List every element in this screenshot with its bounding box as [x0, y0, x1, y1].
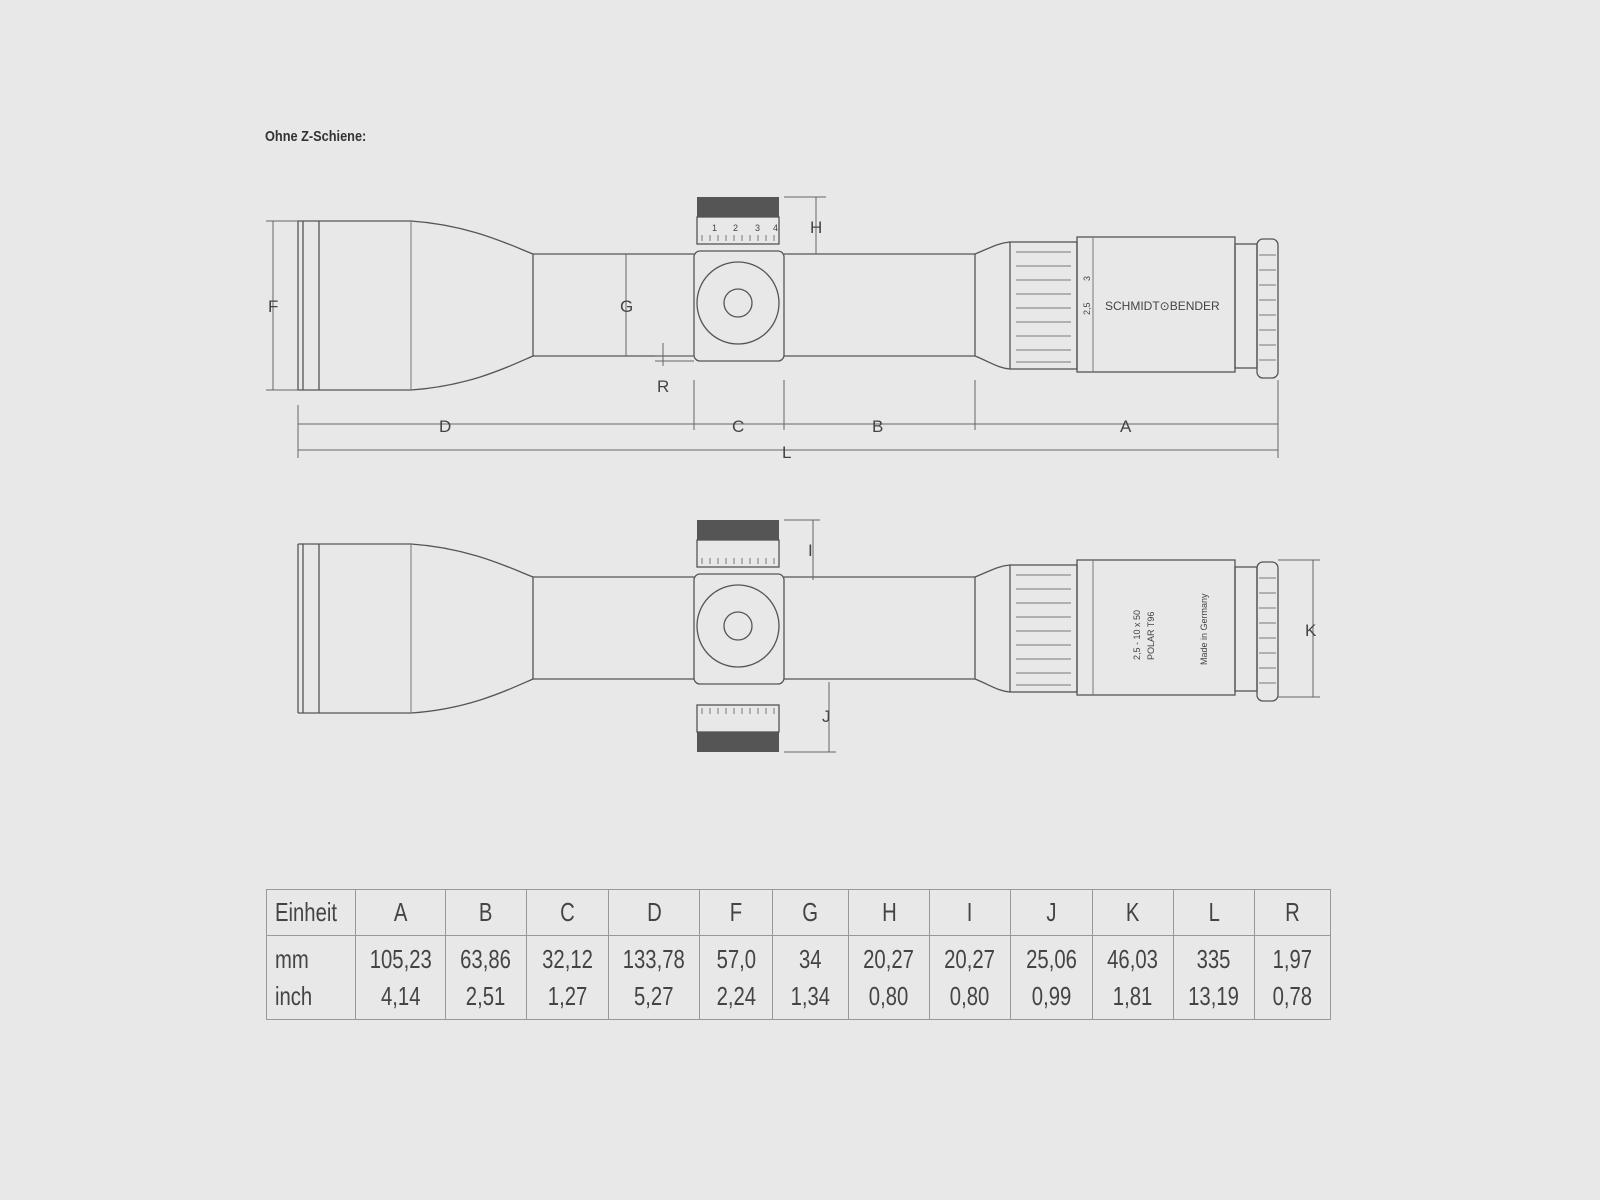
section-title: Ohne Z-Schiene: — [265, 128, 367, 145]
dim-label-g: G — [620, 297, 633, 316]
dim-label-f: F — [268, 297, 278, 316]
table-header: D — [608, 889, 700, 936]
dim-label-i: I — [808, 541, 813, 560]
dim-label-h: H — [810, 218, 822, 237]
table-header: K — [1092, 889, 1174, 936]
table-header-row: Einheit A B C D F G H I J K L R — [266, 889, 1331, 936]
turret-scale-mark: 3 — [755, 223, 760, 233]
scope-top-view: 1 2 3 4 SCHMIDT⊙BENDER 2,5 3 — [297, 196, 1279, 391]
zoom-mark: 3 — [1082, 276, 1092, 281]
turret-scale-mark: 2 — [733, 223, 738, 233]
turret-scale-mark: 4 — [773, 223, 778, 233]
dim-label-a: A — [1120, 417, 1132, 436]
table-header: F — [699, 889, 773, 936]
table-header: I — [929, 889, 1011, 936]
brand-logo: SCHMIDT⊙BENDER — [1105, 299, 1220, 313]
dim-label-j: J — [822, 707, 831, 726]
turret-scale-mark: 1 — [712, 223, 717, 233]
dimension-lines-top: F G H R D C B A L — [266, 196, 1279, 462]
dim-label-b: B — [872, 417, 883, 436]
dim-label-r: R — [657, 377, 669, 396]
model-text: POLAR T96 — [1146, 612, 1156, 660]
table-header: H — [848, 889, 930, 936]
windage-knob — [696, 584, 780, 668]
windage-knob — [696, 261, 780, 345]
dim-label-k: K — [1305, 621, 1317, 640]
table-header: Einheit — [266, 889, 356, 936]
table-header: R — [1254, 889, 1331, 936]
model-text: 2,5 - 10 x 50 — [1132, 610, 1142, 660]
zoom-mark: 2,5 — [1082, 302, 1092, 315]
table-header: L — [1173, 889, 1255, 936]
dim-label-l: L — [782, 443, 791, 462]
table-header: G — [772, 889, 849, 936]
dimension-lines-side: I J K — [784, 519, 1320, 753]
table-header: C — [526, 889, 609, 936]
scope-side-view: 2,5 - 10 x 50 POLAR T96 Made in Germany — [297, 519, 1279, 753]
dim-label-c: C — [732, 417, 744, 436]
dim-label-d: D — [439, 417, 451, 436]
table-header: J — [1010, 889, 1093, 936]
table-header: B — [445, 889, 527, 936]
made-in-text: Made in Germany — [1199, 593, 1209, 665]
table-header: A — [355, 889, 446, 936]
